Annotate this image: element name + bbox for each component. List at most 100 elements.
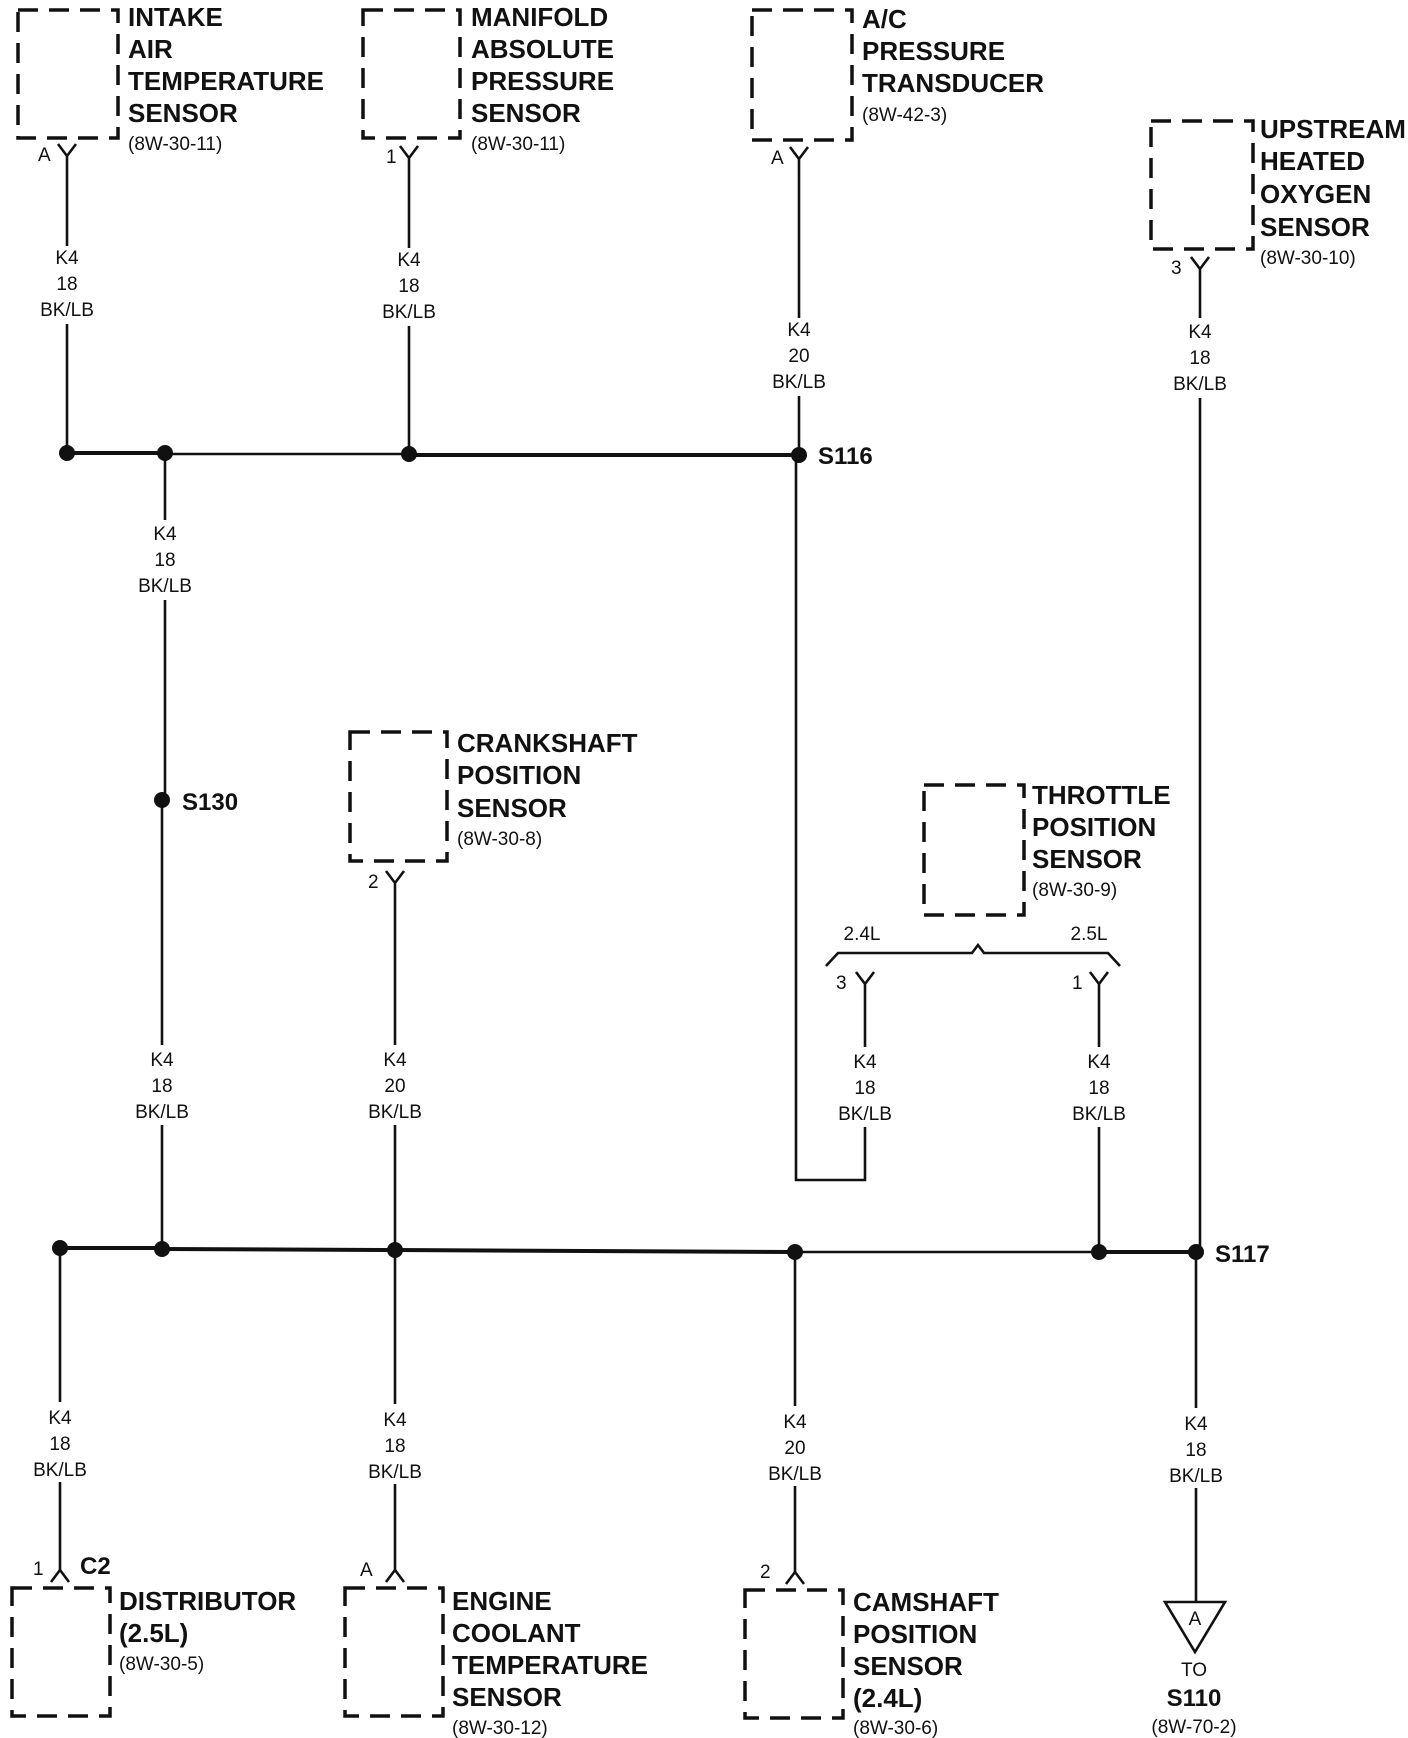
- component-box: [16, 8, 120, 140]
- page-reference: (8W-70-2): [1151, 1717, 1236, 1738]
- wire-gauge: 18: [1088, 1078, 1109, 1099]
- connector-pin-icon: [384, 870, 406, 895]
- component-box: [1149, 119, 1255, 251]
- page-reference: (8W-30-9): [1032, 880, 1117, 901]
- component-box: [348, 730, 449, 863]
- splice-label-s117: S117: [1215, 1241, 1270, 1268]
- wire-gauge: 18: [384, 1436, 405, 1457]
- wire-gauge: 18: [1185, 1440, 1206, 1461]
- page-reference: (8W-42-3): [862, 105, 947, 126]
- upstream-heated-oxygen-sensor: UPSTREAM HEATED OXYGEN SENSOR (8W-30-10)…: [1149, 114, 1406, 281]
- component-title-line: (2.4L): [853, 1683, 922, 1713]
- page-reference: (8W-30-11): [128, 134, 222, 155]
- component-title-line: THROTTLE: [1032, 780, 1171, 810]
- wire-label-o2: K4 18 BK/LB: [1173, 322, 1227, 395]
- wire-gauge: 18: [56, 274, 77, 295]
- wire-gauge: 18: [151, 1076, 172, 1097]
- component-title-line: SENSOR: [1032, 844, 1142, 874]
- wire-circuit: K4: [1188, 322, 1212, 343]
- offpage-triangle-icon: [1162, 1600, 1228, 1655]
- wire-circuit: K4: [55, 248, 79, 269]
- component-title-line: TEMPERATURE: [128, 66, 324, 96]
- variant-engine-label: 2.5L: [1071, 924, 1108, 945]
- component-title-line: SENSOR: [853, 1651, 963, 1681]
- wire-circuit: K4: [1184, 1414, 1208, 1435]
- wire-gauge: 20: [384, 1076, 405, 1097]
- connector-pin-icon: [784, 1569, 806, 1585]
- wire-color: BK/LB: [33, 1460, 87, 1481]
- page-reference: (8W-30-5): [119, 1654, 204, 1675]
- page-reference: (8W-30-10): [1260, 248, 1356, 269]
- intake-air-temperature-sensor: INTAKE AIR TEMPERATURE SENSOR (8W-30-11)…: [16, 2, 324, 168]
- splice-dot: [1091, 1244, 1107, 1260]
- wire-circuit: K4: [783, 1412, 807, 1433]
- component-box: [10, 1586, 112, 1718]
- connector-pin-icon: [1088, 971, 1110, 996]
- wire-color: BK/LB: [838, 1104, 892, 1125]
- pin-label: 3: [1171, 258, 1182, 279]
- connector-pin-icon: [1189, 256, 1211, 281]
- wire-circuit: K4: [787, 320, 811, 341]
- wire-circuit: K4: [397, 250, 421, 271]
- wire-gauge: 20: [784, 1438, 805, 1459]
- wire-gauge: 18: [1189, 348, 1210, 369]
- offpage-connector: A TO S110 (8W-70-2): [1151, 1600, 1237, 1738]
- component-box: [750, 8, 854, 142]
- wire-color: BK/LB: [40, 300, 94, 321]
- splice-label-s116: S116: [818, 443, 873, 470]
- wire-label-s130-s117: K4 18 BK/LB: [135, 1050, 189, 1123]
- connector-label: C2: [80, 1553, 111, 1580]
- variant-bracket: [825, 942, 1121, 967]
- wire-color: BK/LB: [1173, 374, 1227, 395]
- wire-circuit: K4: [1087, 1052, 1111, 1073]
- page-reference: (8W-30-6): [853, 1718, 938, 1738]
- pin-label: 2: [760, 1562, 771, 1583]
- manifold-absolute-pressure-sensor: MANIFOLD ABSOLUTE PRESSURE SENSOR (8W-30…: [361, 2, 614, 170]
- wire-color: BK/LB: [368, 1462, 422, 1483]
- component-title-line: DISTRIBUTOR: [119, 1586, 296, 1616]
- wire-label-dist: K4 18 BK/LB: [33, 1408, 87, 1481]
- connector-pin-icon: [788, 146, 810, 171]
- wire-gauge: 20: [788, 346, 809, 367]
- wire-color: BK/LB: [135, 1102, 189, 1123]
- connector-pin-icon: [384, 1567, 406, 1583]
- wire-color: BK/LB: [138, 576, 192, 597]
- component-title-line: CRANKSHAFT: [457, 728, 638, 758]
- component-title-line: HEATED: [1260, 146, 1365, 176]
- pin-label: 1: [33, 1559, 44, 1580]
- wire-circuit: K4: [153, 524, 177, 545]
- wire-label-to-s110: K4 18 BK/LB: [1169, 1414, 1223, 1487]
- wire-color: BK/LB: [772, 372, 826, 393]
- wire-label-ckp: K4 20 BK/LB: [368, 1050, 422, 1123]
- component-title-line: AIR: [128, 34, 173, 64]
- wire-color: BK/LB: [382, 302, 436, 323]
- wire-circuit: K4: [853, 1052, 877, 1073]
- component-title-line: POSITION: [457, 760, 581, 790]
- wire-label-cmp: K4 20 BK/LB: [768, 1412, 822, 1485]
- splice-dot: [401, 446, 417, 462]
- connector-pin-icon: [56, 143, 78, 168]
- wire-label-s116-s130: K4 18 BK/LB: [138, 524, 192, 597]
- component-title-line: TEMPERATURE: [452, 1650, 648, 1680]
- wire-color: BK/LB: [368, 1102, 422, 1123]
- pin-label: A: [360, 1560, 373, 1581]
- page-reference: (8W-30-12): [452, 1718, 548, 1738]
- component-title-line: OXYGEN: [1260, 179, 1371, 209]
- camshaft-position-sensor: 2 CAMSHAFT POSITION SENSOR (2.4L) (8W-30…: [743, 1562, 999, 1738]
- component-title-line: SENSOR: [1260, 212, 1370, 242]
- pin-label: A: [38, 145, 51, 166]
- throttle-position-sensor: THROTTLE POSITION SENSOR (8W-30-9) 2.4L …: [825, 780, 1171, 996]
- component-title-line: PRESSURE: [471, 66, 614, 96]
- wire: [794, 456, 867, 1182]
- component-title-line: A/C: [862, 4, 907, 34]
- component-title-line: POSITION: [1032, 812, 1156, 842]
- wire-color: BK/LB: [1072, 1104, 1126, 1125]
- splice-dot: [154, 1241, 170, 1257]
- component-title-line: ABSOLUTE: [471, 34, 614, 64]
- component-title-line: CAMSHAFT: [853, 1587, 999, 1617]
- component-title-line: POSITION: [853, 1619, 977, 1649]
- component-box: [922, 783, 1026, 917]
- page-reference: (8W-30-11): [471, 134, 565, 155]
- engine-coolant-temperature-sensor: A ENGINE COOLANT TEMPERATURE SENSOR (8W-…: [343, 1560, 648, 1738]
